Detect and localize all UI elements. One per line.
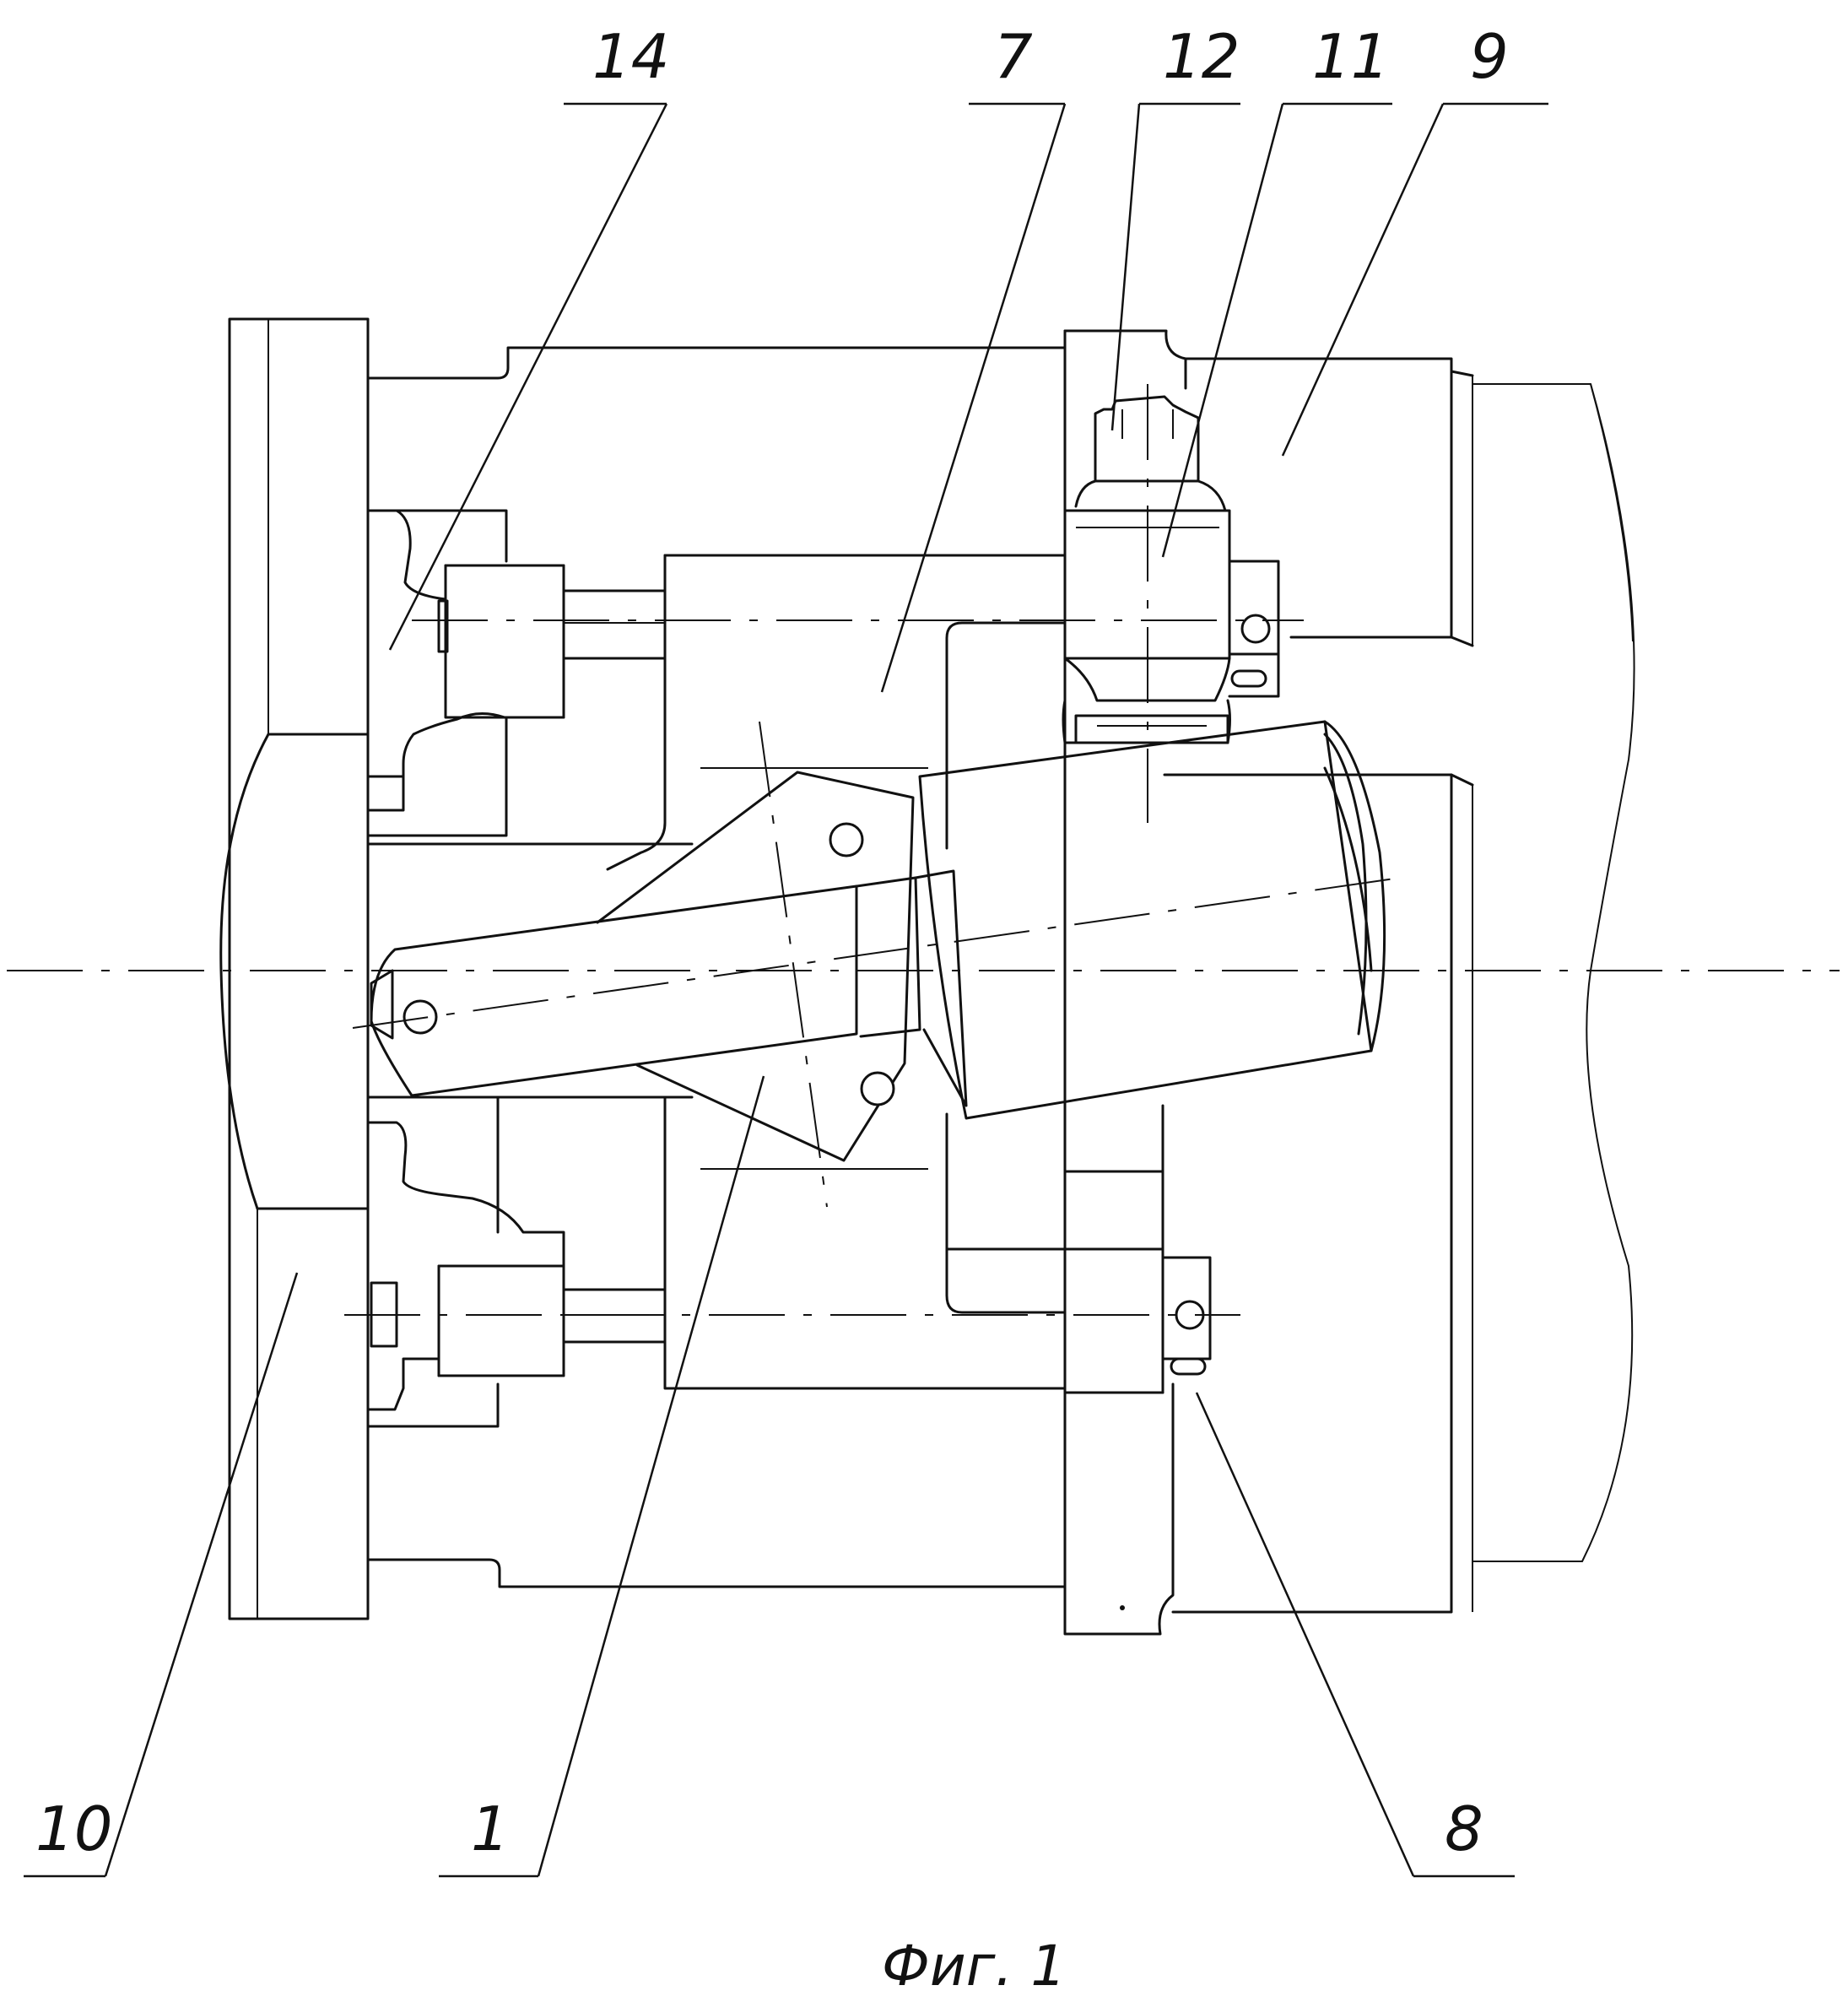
housing-outline [366,346,1067,1588]
adjusting-nut [1062,395,1280,744]
lower-clamp-bracket [366,1095,667,1428]
label-7: 7 [994,21,1033,92]
shaft-assembly [370,869,968,1107]
right-frame [1163,357,1635,1614]
leader-lines [24,102,1548,1878]
mounting-column [1063,329,1212,1636]
motor-cylinder [918,720,1386,1120]
swivel-arm [596,771,915,1162]
label-9: 9 [1470,21,1509,92]
left-flange-plate [219,317,370,1620]
label-12: 12 [1163,21,1240,92]
label-11: 11 [1312,21,1390,92]
part-labels: 14 7 12 11 9 10 1 8 Фиг. 1 [35,21,1509,1999]
upper-clamp-bracket [366,509,667,837]
label-14: 14 [592,21,670,92]
figure-caption: Фиг. 1 [882,1934,1066,1999]
axis-lines [7,384,1840,1316]
label-10: 10 [35,1793,113,1864]
label-1: 1 [471,1793,510,1864]
label-8: 8 [1445,1793,1483,1864]
central-body [606,554,1067,1390]
